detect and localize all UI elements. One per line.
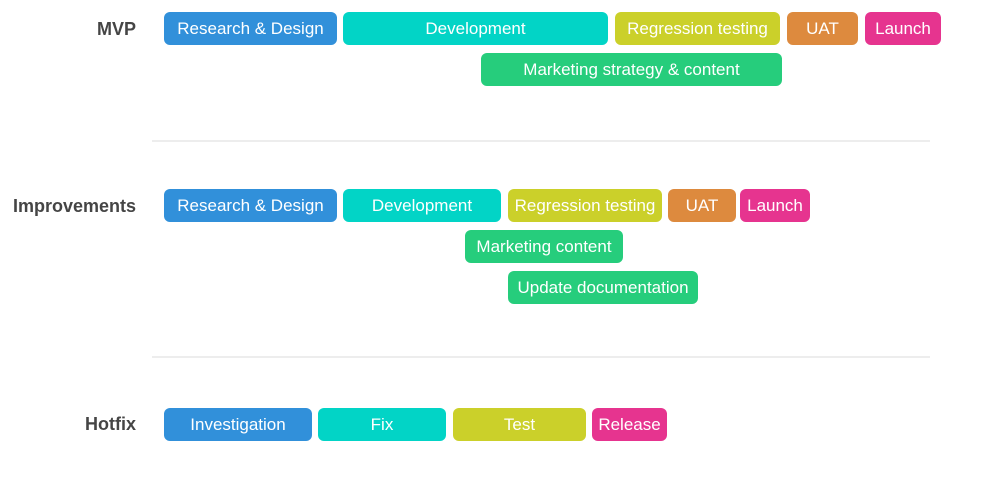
task-bar-mvp-marketing-strategy-content[interactable]: Marketing strategy & content: [481, 53, 782, 86]
task-bar-mvp-regression-testing[interactable]: Regression testing: [615, 12, 780, 45]
task-bar-mvp-development[interactable]: Development: [343, 12, 608, 45]
row-divider-2: [152, 356, 930, 358]
task-bar-mvp-launch[interactable]: Launch: [865, 12, 941, 45]
task-bar-hotfix-release[interactable]: Release: [592, 408, 667, 441]
task-bar-improvements-launch[interactable]: Launch: [740, 189, 810, 222]
task-bar-mvp-uat[interactable]: UAT: [787, 12, 858, 45]
task-bar-improvements-marketing-content[interactable]: Marketing content: [465, 230, 623, 263]
task-bar-mvp-research-design[interactable]: Research & Design: [164, 12, 337, 45]
task-bar-hotfix-investigation[interactable]: Investigation: [164, 408, 312, 441]
row-label-hotfix: Hotfix: [85, 414, 136, 434]
task-bar-improvements-update-documentation[interactable]: Update documentation: [508, 271, 698, 304]
row-label-improvements: Improvements: [12, 196, 136, 216]
task-bar-improvements-regression-testing[interactable]: Regression testing: [508, 189, 662, 222]
row-divider-1: [152, 140, 930, 142]
row-label-mvp: MVP: [96, 19, 136, 39]
task-bar-hotfix-test[interactable]: Test: [453, 408, 586, 441]
task-bar-improvements-development[interactable]: Development: [343, 189, 501, 222]
task-bar-improvements-research-design[interactable]: Research & Design: [164, 189, 337, 222]
task-bar-hotfix-fix[interactable]: Fix: [318, 408, 446, 441]
task-bar-improvements-uat[interactable]: UAT: [668, 189, 736, 222]
